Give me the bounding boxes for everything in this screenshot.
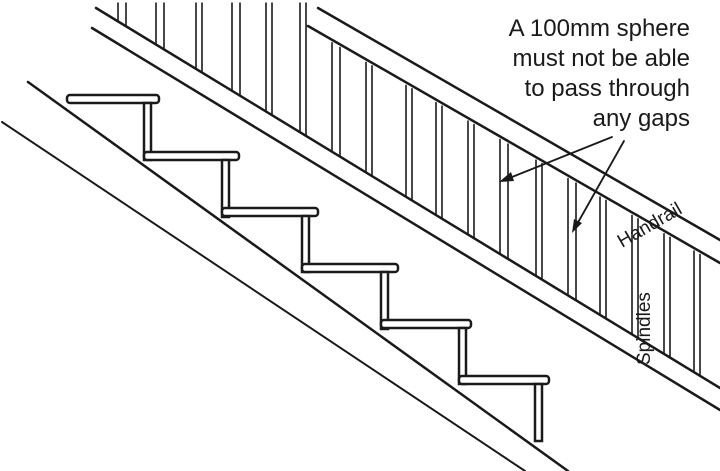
stringer-top-edge xyxy=(26,80,570,471)
stair-steps xyxy=(65,93,551,443)
base-rail-lower-edge xyxy=(90,26,720,412)
note-line-4: any gaps xyxy=(593,105,690,132)
step-3 xyxy=(220,206,320,274)
step-6 xyxy=(457,374,551,443)
base-rail-upper-edge xyxy=(94,6,720,390)
arrow-line-right xyxy=(575,140,625,227)
tread xyxy=(142,150,241,162)
handrail xyxy=(306,6,720,265)
arrow-head-right xyxy=(572,219,582,233)
tread xyxy=(379,318,473,330)
arrow-head-left xyxy=(499,172,514,182)
note-line-1: A 100mm sphere xyxy=(509,15,690,42)
spindles-label: Spindles xyxy=(634,292,655,365)
step-1 xyxy=(65,93,161,162)
stringer xyxy=(1,80,570,471)
stringer-bottom-edge xyxy=(1,121,526,471)
tread xyxy=(65,93,161,105)
step-4 xyxy=(300,262,400,331)
note-arrows xyxy=(499,136,625,233)
base-rail xyxy=(90,6,720,412)
tread xyxy=(300,262,400,274)
handrail-upper-edge xyxy=(316,6,720,242)
sphere-note: A 100mm sphere must not be able to pass … xyxy=(509,15,690,132)
arrow-line-left xyxy=(506,136,613,180)
tread xyxy=(457,374,551,386)
step-5 xyxy=(379,318,473,386)
note-line-2: must not be able xyxy=(513,45,690,72)
note-line-3: to pass through xyxy=(525,75,690,102)
step-2 xyxy=(142,150,241,219)
handrail-lower-edge xyxy=(306,24,720,265)
tread xyxy=(220,206,320,218)
spindles xyxy=(117,2,701,376)
riser xyxy=(533,382,544,443)
